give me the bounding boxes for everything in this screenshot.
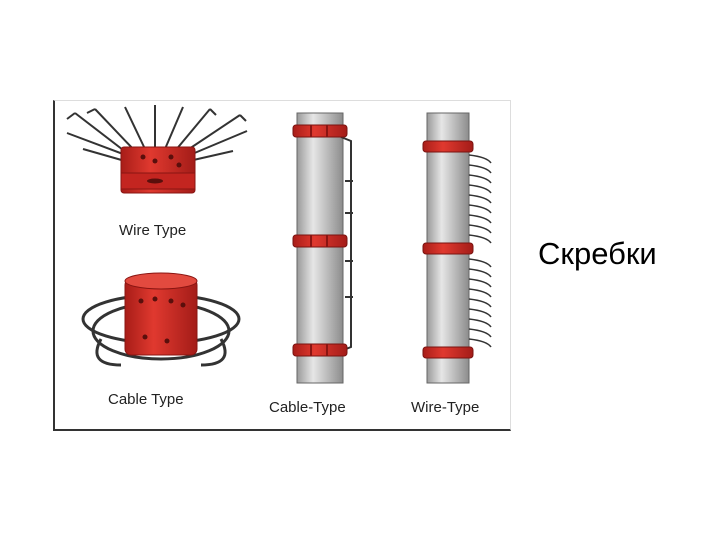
caption-cable-type-pipe: Cable-Type — [269, 399, 346, 416]
scrapers-diagram — [55, 101, 513, 432]
wire-type-pipe-illustration — [423, 113, 491, 383]
cable-type-scraper-illustration — [83, 273, 239, 365]
scrapers-figure: Wire Type Cable Type Cable-Type Wire-Typ… — [53, 100, 511, 431]
cable-type-pipe-illustration — [293, 113, 353, 383]
caption-wire-type: Wire Type — [119, 222, 186, 239]
slide-title: Скребки — [538, 236, 657, 272]
wire-type-scraper-illustration — [67, 105, 247, 193]
caption-wire-type-pipe: Wire-Type — [411, 399, 479, 416]
caption-cable-type: Cable Type — [108, 391, 184, 408]
